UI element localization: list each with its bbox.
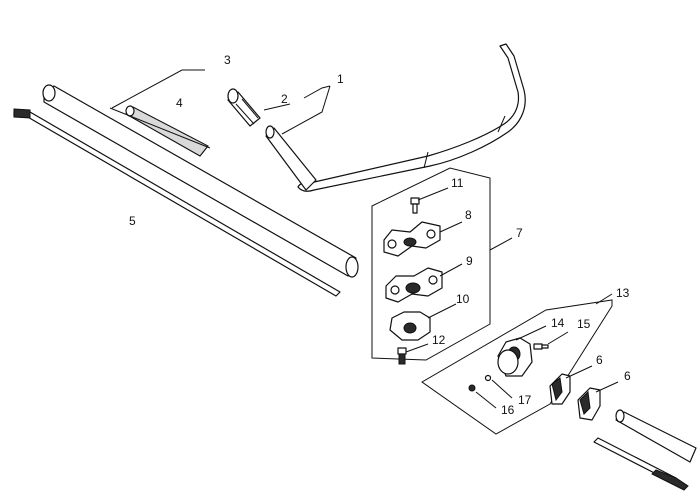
callout-17: 17 — [518, 393, 532, 407]
callout-3: 3 — [224, 53, 231, 67]
callout-6-upper: 6 — [596, 353, 603, 367]
callout-14: 14 — [551, 316, 565, 330]
callout-10: 10 — [456, 292, 470, 306]
callout-6-lower: 6 — [624, 369, 631, 383]
callout-frame-13 — [421, 293, 613, 435]
callout-1: 1 — [337, 72, 344, 86]
lower-shaft — [593, 437, 689, 491]
handle-grip-part-2 — [227, 88, 261, 127]
handlebar-part-1 — [265, 43, 526, 192]
holder-part-14 — [497, 325, 547, 377]
callout-8: 8 — [465, 208, 472, 222]
clamp-base-part-10 — [389, 303, 457, 341]
callout-frame-1-2 — [263, 85, 331, 135]
bolt-part-11 — [410, 187, 449, 214]
drive-shaft-part-5 — [13, 108, 341, 297]
callout-frame-3-4 — [109, 69, 211, 149]
washer-part-17 — [484, 374, 513, 399]
callout-16: 16 — [501, 403, 515, 417]
pin-part-15 — [533, 331, 569, 350]
screw-part-12 — [397, 343, 429, 365]
callout-11: 11 — [451, 176, 464, 190]
shaft-tube — [42, 84, 359, 278]
callout-2: 2 — [281, 92, 288, 106]
callout-9: 9 — [466, 254, 473, 268]
upper-clamp-part-8 — [383, 221, 463, 257]
callout-12: 12 — [432, 333, 446, 347]
lower-tube — [615, 409, 697, 463]
clip-part-6-left — [549, 365, 593, 405]
clip-part-6-right — [577, 381, 619, 421]
callout-frame-7 — [371, 167, 513, 361]
nut-part-16 — [468, 384, 497, 409]
callout-15: 15 — [577, 317, 591, 331]
callout-13: 13 — [616, 286, 630, 300]
callout-7: 7 — [516, 226, 523, 240]
lower-clamp-part-9 — [385, 263, 463, 303]
callout-5: 5 — [129, 214, 136, 228]
callout-4: 4 — [176, 96, 183, 110]
grip-sleeve-part-4 — [125, 105, 209, 157]
